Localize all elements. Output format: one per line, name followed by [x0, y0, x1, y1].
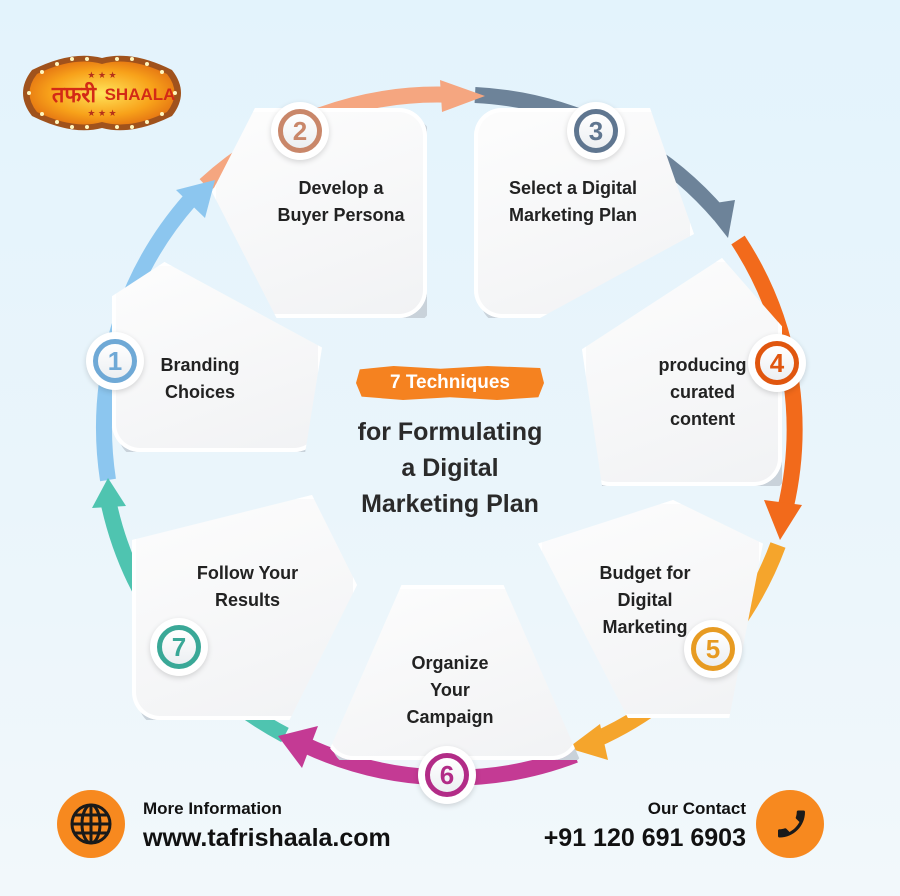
step-4-line-1: producing: [658, 355, 747, 375]
step-4-number: 4: [755, 341, 799, 385]
step-5-line-1: Budget for: [599, 563, 691, 583]
step-5-line-3: Marketing: [602, 617, 688, 637]
step-2-line-1: Develop a: [298, 178, 384, 198]
step-3-line-2: Marketing Plan: [508, 205, 638, 225]
arrow-head-5: [568, 724, 608, 760]
step-1-line-2: Choices: [164, 382, 236, 402]
arrow-head-6: [278, 726, 318, 768]
step-3-line-1: Select a Digital: [508, 178, 638, 198]
phone-number[interactable]: +91 120 691 6903: [543, 824, 746, 852]
step-7-line-1: Follow Your: [196, 563, 299, 583]
arrow-head-7: [92, 478, 126, 508]
step-6-number: 6: [425, 753, 469, 797]
logo-stars-bottom: ★ ★ ★: [87, 108, 116, 118]
our-contact-label: Our Contact: [647, 799, 746, 818]
step-4-line-3: content: [670, 409, 735, 429]
step-1-number: 1: [93, 339, 137, 383]
step-4-line-2: curated: [669, 382, 736, 402]
center-title-line-1: for Formulating: [357, 418, 543, 446]
step-7-line-2: Results: [214, 590, 281, 610]
step-3-badge: 3: [567, 102, 625, 160]
tafrishaala-logo: ★ ★ ★ ★ ★ ★ तफरी SHAALA: [12, 50, 192, 136]
step-6-line-1: Organize: [411, 653, 489, 673]
step-1-line-1: Branding: [160, 355, 240, 375]
step-6-badge: 6: [418, 746, 476, 804]
logo-stars-top: ★ ★ ★: [87, 70, 116, 80]
phone-icon-button[interactable]: [756, 790, 824, 858]
step-2-badge: 2: [271, 102, 329, 160]
step-2-number: 2: [278, 109, 322, 153]
logo-text-devanagari: तफरी: [51, 81, 98, 108]
arrow-head-1: [176, 180, 215, 218]
arrow-head-4: [764, 500, 802, 540]
arrow-head-2: [440, 80, 485, 112]
step-5-badge: 5: [684, 620, 742, 678]
step-7-badge: 7: [150, 618, 208, 676]
phone-icon: [778, 810, 805, 838]
step-3-number: 3: [574, 109, 618, 153]
step-4-label: producing curated content: [645, 352, 760, 433]
center-title-line-3: Marketing Plan: [361, 490, 539, 518]
globe-icon: [70, 803, 112, 845]
website-link[interactable]: www.tafrishaala.com: [143, 824, 391, 852]
center-title: for Formulating a Digital Marketing Plan: [320, 414, 580, 522]
step-2-line-2: Buyer Persona: [277, 205, 405, 225]
center-title-line-2: a Digital: [401, 454, 499, 482]
step-7-number: 7: [157, 625, 201, 669]
more-information-label: More Information: [143, 799, 282, 818]
techniques-tag-text: 7 Techniques: [389, 372, 510, 393]
step-6-line-2: Your: [430, 680, 470, 700]
techniques-tag: 7 Techniques: [356, 366, 544, 400]
step-5-number: 5: [691, 627, 735, 671]
arrow-head-3: [702, 200, 735, 238]
logo-text-latin: SHAALA: [105, 85, 176, 104]
step-1-badge: 1: [86, 332, 144, 390]
step-6-line-3: Campaign: [406, 707, 494, 727]
step-5-line-2: Digital: [617, 590, 673, 610]
logo-marquee-sign: ★ ★ ★ ★ ★ ★ तफरी SHAALA: [23, 55, 181, 131]
step-4-badge: 4: [748, 334, 806, 392]
globe-icon-button[interactable]: [57, 790, 125, 858]
step-2-label: Develop a Buyer Persona: [256, 175, 426, 229]
